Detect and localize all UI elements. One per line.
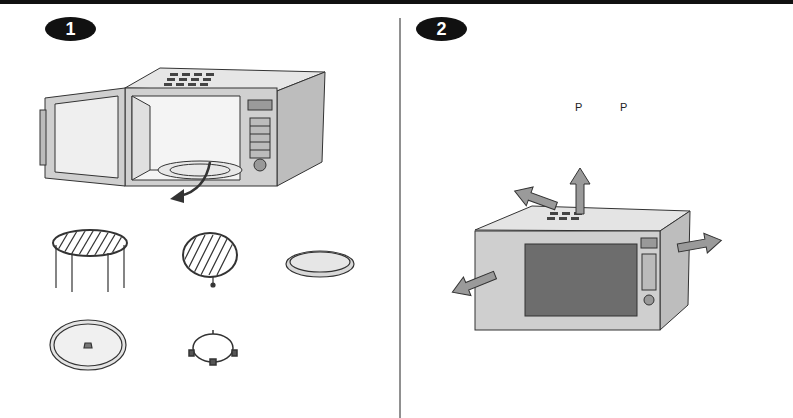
top-bar [0,0,793,4]
step-number-oval: 1 [45,17,96,41]
high-rack [52,226,128,292]
open-microwave [40,68,325,186]
text-fragment: P [575,101,582,114]
crisper-tray [286,251,354,277]
text-fragment: P [620,101,627,114]
roller-ring [189,330,237,365]
curved-arrow [180,162,210,196]
step-number-oval: 2 [416,17,467,41]
closed-microwave [475,206,690,330]
step-number: 2 [436,18,446,40]
divider [400,18,401,418]
low-rack [177,233,237,287]
arrow-head [170,189,184,203]
step-number: 1 [65,18,75,40]
clearance-arrows [449,168,723,302]
glass-tray [50,320,126,370]
